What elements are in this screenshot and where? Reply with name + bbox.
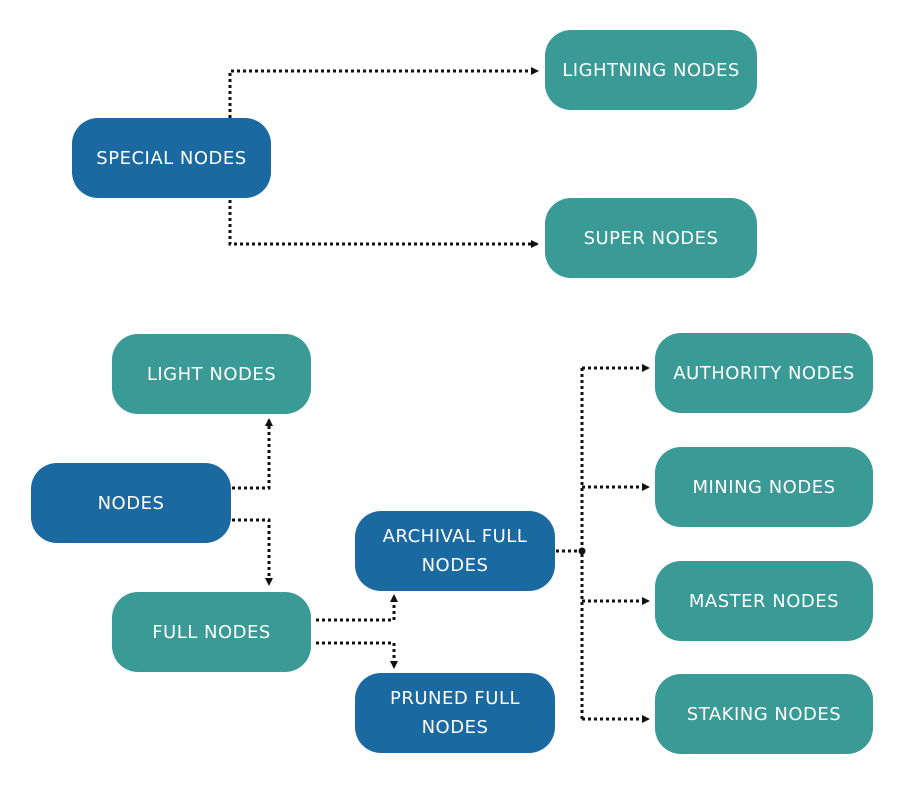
- light-nodes-box: LIGHT NODES: [112, 334, 311, 414]
- authority-nodes-box: AUTHORITY NODES: [655, 333, 873, 413]
- master-nodes-box: MASTER NODES: [655, 561, 873, 641]
- master-nodes-label: MASTER NODES: [688, 590, 840, 612]
- full-nodes-box: FULL NODES: [112, 592, 311, 672]
- super-nodes-box: SUPER NODES: [545, 198, 757, 278]
- light-nodes-label: LIGHT NODES: [146, 363, 277, 385]
- pruned-full-nodes-box: PRUNED FULL NODES: [355, 673, 555, 753]
- special-nodes-box: SPECIAL NODES: [72, 118, 271, 198]
- staking-nodes-label: STAKING NODES: [686, 703, 842, 725]
- mining-nodes-box: MINING NODES: [655, 447, 873, 527]
- super-nodes-label: SUPER NODES: [583, 227, 719, 249]
- mining-nodes-label: MINING NODES: [692, 476, 836, 498]
- connector-special-to-super: [228, 200, 539, 248]
- connector-nodes-to-light: [232, 418, 273, 490]
- archival-full-nodes-label-line1: ARCHIVAL FULL: [382, 526, 528, 547]
- lightning-nodes-box: LIGHTNING NODES: [545, 30, 757, 110]
- archival-full-nodes-label-line2: NODES: [421, 555, 489, 576]
- nodes-box: NODES: [31, 463, 231, 543]
- pruned-full-nodes-label-line2: NODES: [421, 717, 489, 738]
- lightning-nodes-label: LIGHTNING NODES: [562, 59, 740, 81]
- full-nodes-label: FULL NODES: [152, 621, 271, 643]
- staking-nodes-box: STAKING NODES: [655, 674, 873, 754]
- authority-nodes-label: AUTHORITY NODES: [673, 362, 855, 384]
- nodes-label: NODES: [97, 492, 165, 514]
- connector-nodes-to-full: [232, 518, 273, 586]
- connector-special-to-lightning: [228, 67, 539, 118]
- archival-full-nodes-box: ARCHIVAL FULL NODES: [355, 511, 555, 591]
- special-nodes-label: SPECIAL NODES: [96, 147, 247, 169]
- pruned-full-nodes-label-line1: PRUNED FULL: [389, 688, 521, 709]
- branch-junction-dot: [578, 547, 586, 555]
- connector-full-to-archival: [316, 594, 398, 622]
- connector-full-to-pruned: [316, 641, 398, 669]
